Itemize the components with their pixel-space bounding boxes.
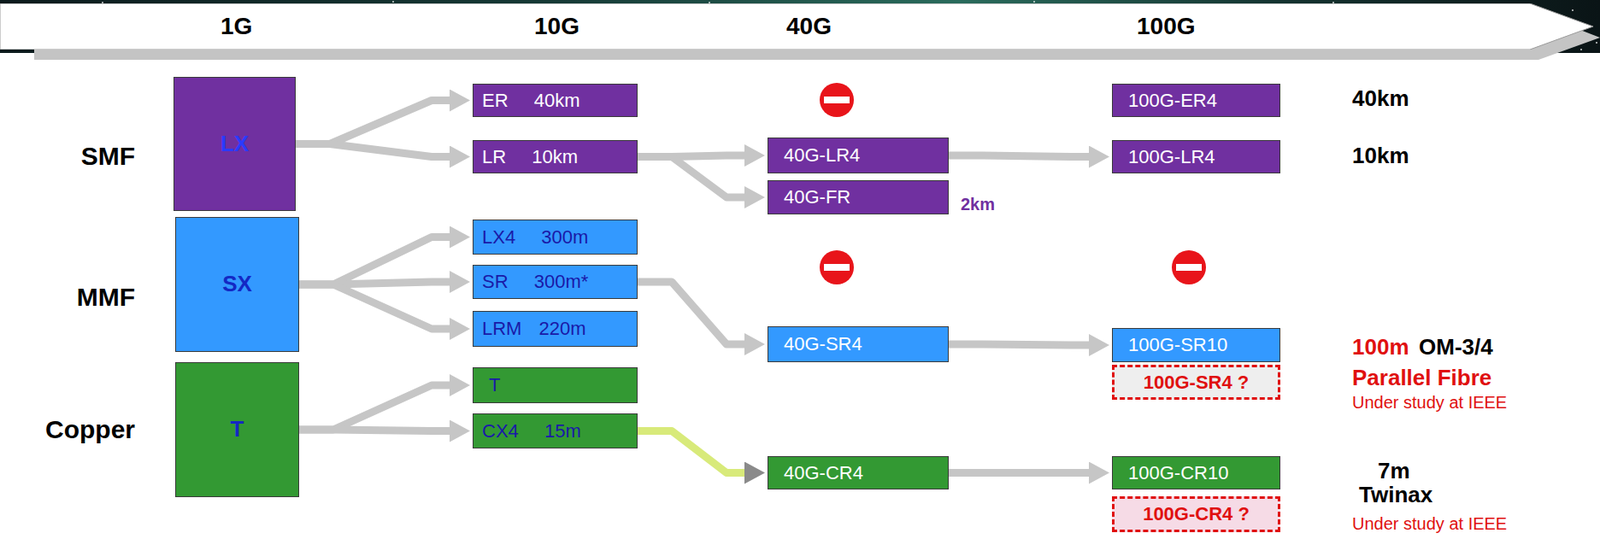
proposed-standard-box: 100G-CR4 ? — [1111, 496, 1281, 533]
annotation-label: 2km — [960, 194, 995, 215]
timeline-arrow: 1G 10G 40G 100G — [0, 3, 1594, 50]
no-entry-sign — [1171, 250, 1206, 285]
annotation-label: OM-3/4 — [1418, 335, 1494, 361]
standard-box: SR 300m* — [472, 264, 638, 300]
standard-box: 100G-CR10 — [1111, 456, 1281, 490]
speed-heading: 100G — [1136, 12, 1196, 41]
annotation-label: 10km — [1352, 143, 1410, 170]
standard-box: LX4 300m — [472, 219, 638, 255]
node-text: T — [230, 417, 245, 443]
no-entry-sign — [819, 250, 854, 285]
node-text: LRM 220m — [482, 317, 587, 340]
node-text: LX4 300m — [482, 226, 589, 248]
node-text: 40G-FR — [783, 186, 851, 208]
media-box: SX — [175, 217, 300, 353]
node-text: LX — [220, 131, 249, 158]
no-entry-sign — [819, 82, 854, 118]
row-label: SMF — [81, 141, 136, 172]
standard-box: CX4 15m — [472, 413, 638, 449]
node-text: LR 10km — [482, 146, 578, 168]
node-text: T — [488, 374, 500, 396]
standard-box: T — [472, 367, 638, 404]
speed-heading: 1G — [220, 12, 253, 41]
evolution-arrow — [295, 144, 452, 158]
standard-box: 40G-SR4 — [767, 326, 949, 363]
evolution-arrow — [299, 429, 452, 432]
standard-box: 40G-FR — [767, 180, 949, 215]
evolution-arrow — [948, 469, 1091, 477]
media-box: T — [175, 362, 300, 498]
standard-box: 100G-LR4 — [1111, 140, 1281, 174]
annotation-label: Under study at IEEE — [1352, 514, 1507, 535]
node-text: ER 40km — [482, 89, 580, 112]
evolution-arrow — [299, 385, 452, 430]
node-text: 100G-SR10 — [1128, 334, 1228, 356]
node-text: 100G-CR4 ? — [1142, 503, 1250, 525]
evolution-arrow — [948, 155, 1091, 158]
annotation-label: Twinax — [1358, 482, 1433, 509]
node-text: CX4 15m — [482, 420, 582, 442]
standard-box: 40G-LR4 — [767, 137, 949, 174]
annotation-label: 7m — [1377, 458, 1411, 485]
annotation-label: 40km — [1352, 86, 1410, 112]
annotation-label: Under study at IEEE — [1352, 393, 1507, 413]
media-box: LX — [173, 76, 296, 212]
row-label: MMF — [76, 282, 136, 313]
evolution-arrow — [637, 157, 747, 199]
standard-box: ER 40km — [472, 83, 638, 118]
node-text: 40G-SR4 — [783, 333, 863, 355]
standard-box: LRM 220m — [472, 311, 638, 348]
node-text: 100G-SR4 ? — [1143, 371, 1250, 394]
evolution-arrow — [637, 282, 747, 345]
evolution-arrow — [299, 237, 452, 286]
evolution-arrow — [299, 284, 452, 330]
node-text: SR 300m* — [482, 270, 589, 293]
speed-heading: 40G — [786, 12, 832, 41]
speed-heading: 10G — [534, 12, 580, 41]
proposed-standard-box: 100G-SR4 ? — [1111, 364, 1281, 400]
evolution-arrow — [637, 431, 747, 474]
standard-box: 100G-ER4 — [1111, 83, 1281, 118]
annotation-label: 100m — [1352, 335, 1410, 361]
evolution-arrow — [948, 344, 1091, 346]
space-banner — [0, 0, 1600, 53]
node-text: 100G-LR4 — [1128, 146, 1216, 168]
node-text: 40G-CR4 — [783, 462, 864, 484]
row-label: Copper — [45, 415, 136, 446]
node-text: 100G-ER4 — [1128, 89, 1218, 112]
annotation-label: Parallel Fibre — [1352, 365, 1492, 392]
standard-box: LR 10km — [472, 140, 638, 174]
node-text: SX — [222, 271, 253, 298]
node-text: 100G-CR10 — [1128, 462, 1229, 484]
standard-box: 40G-CR4 — [767, 456, 949, 490]
standard-box: 100G-SR10 — [1111, 328, 1281, 363]
node-text: 40G-LR4 — [783, 144, 860, 166]
evolution-arrow — [295, 100, 452, 145]
